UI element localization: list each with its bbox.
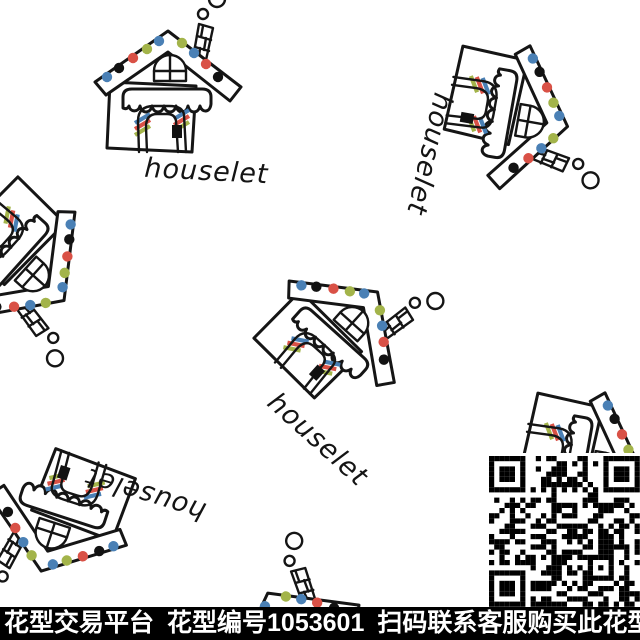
motif-label-top-right: houselet bbox=[400, 90, 458, 218]
footer-bar: 花型交易平台 花型编号1053601 扫码联系客服购买此花型 bbox=[0, 607, 640, 640]
motif-label-center: houselet bbox=[261, 387, 374, 493]
house-top-right bbox=[436, 34, 620, 206]
footer-pattern-number: 花型编号1053601 bbox=[167, 609, 365, 637]
house-top-left bbox=[95, 0, 241, 152]
motif-label-top-left: houselet bbox=[144, 153, 270, 190]
qr-code bbox=[486, 453, 640, 607]
footer-platform-name: 花型交易平台 bbox=[4, 609, 155, 637]
footer-cta: 扫码联系客服购买此花型 bbox=[377, 609, 640, 637]
house-bottom-left bbox=[0, 433, 148, 631]
house-left-edge bbox=[0, 165, 143, 381]
